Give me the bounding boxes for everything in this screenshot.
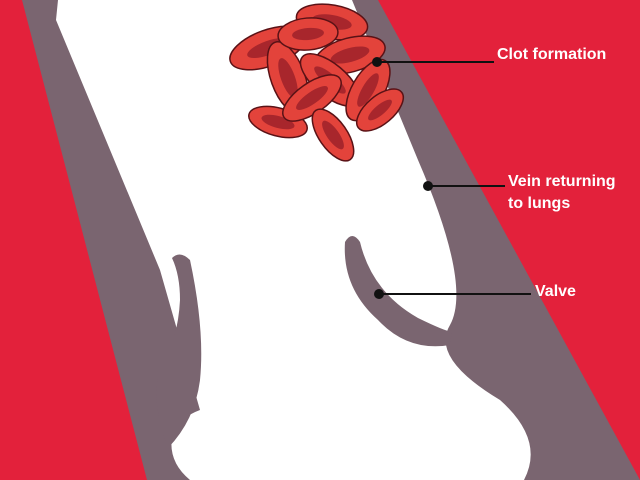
red-blood-cell — [277, 17, 339, 51]
label-vein-line-2: to lungs — [508, 195, 571, 212]
valve-left — [156, 254, 202, 448]
label-valve: Valve — [535, 283, 576, 300]
red-blood-cell — [311, 108, 355, 162]
label-vein-line-1: Vein returning — [508, 173, 616, 190]
vein-lumen — [56, 0, 531, 480]
red-blood-cell — [282, 74, 342, 122]
red-blood-cell — [355, 88, 405, 132]
blood-clot — [229, 3, 405, 162]
pointer-valve — [374, 289, 531, 299]
label-vein-returning: Vein returning to lungs — [508, 171, 616, 215]
pointer-vein — [423, 181, 505, 191]
valve-right — [344, 236, 453, 347]
label-clot-formation: Clot formation — [497, 46, 607, 63]
pointer-clot — [372, 57, 494, 67]
